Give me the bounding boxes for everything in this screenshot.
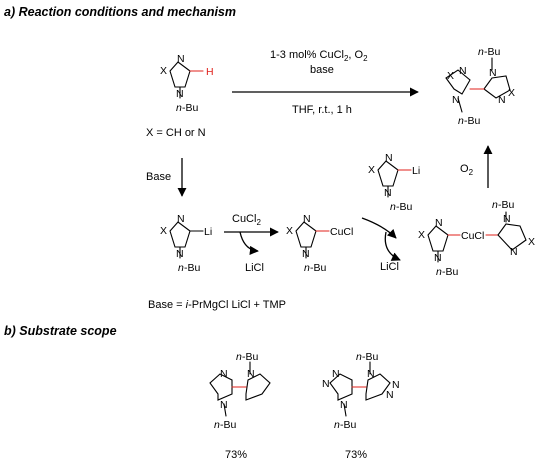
atom-n: N (386, 389, 394, 401)
nbu-label: -Bu (184, 262, 201, 274)
base-step-label: Base (146, 171, 171, 183)
atom-n: N (452, 94, 460, 106)
nbu-label: -Bu (498, 199, 515, 211)
atom-n: N (503, 213, 511, 225)
atom-n: N (177, 53, 185, 65)
solvent-condition: THF, r.t., 1 h (292, 104, 352, 116)
nbu-label: -Bu (242, 351, 259, 363)
nbu-label: -Bu (220, 419, 237, 431)
nbu-italic: n (176, 102, 182, 114)
cucl2-label: CuCl2 (232, 213, 261, 227)
nbu-italic: n (334, 419, 340, 431)
atom-li: Li (204, 226, 212, 238)
atom-n: N (384, 187, 392, 199)
atom-n: N (435, 217, 443, 229)
nbu-italic: n (356, 351, 362, 363)
nbu-label: -Bu (182, 102, 199, 114)
atom-n: N (247, 368, 255, 380)
catalyst-text: 1-3 mol% CuCl2, O2 (270, 49, 368, 63)
azolyl-cucl: X N CuCl N n -Bu (286, 213, 353, 274)
base-definition: Base = i-PrMgCl LiCl + TMP (148, 299, 286, 311)
nbu-label: -Bu (396, 201, 413, 213)
atom-n: N (332, 368, 340, 380)
atom-x: X (508, 87, 515, 99)
lithiated-azole-reagent: X N Li N n -Bu (368, 152, 420, 213)
atom-n: N (176, 248, 184, 260)
licl-label-1: LiCl (245, 262, 264, 274)
nbu-italic: n (304, 262, 310, 274)
atom-cucl: CuCl (330, 226, 353, 238)
nbu-italic: n (390, 201, 396, 213)
nbu-label: -Bu (310, 262, 327, 274)
atom-n: N (220, 368, 228, 380)
yield-bitriazole: 73% (345, 449, 367, 461)
scope-biimidazole: N N N n -Bu n -Bu (209, 351, 271, 431)
lithiated-azole: X N Li N n -Bu (160, 213, 212, 274)
licl-label-2: LiCl (380, 261, 399, 273)
atom-x: X (286, 225, 293, 237)
atom-n: N (177, 213, 185, 225)
nbu-label: -Bu (340, 419, 357, 431)
x-definition: X = CH or N (146, 127, 206, 139)
nbu-italic: n (236, 351, 242, 363)
yield-biimidazole: 73% (225, 449, 247, 461)
nbu-label: -Bu (484, 46, 501, 58)
atom-x: X (160, 225, 167, 237)
atom-n: N (385, 152, 393, 164)
licl-curved-arrow (239, 231, 259, 255)
nbu-italic: n (492, 199, 498, 211)
nbu-label: -Bu (464, 115, 481, 127)
scope-bitriazole: N N N N N N n -Bu n -Bu (322, 351, 400, 431)
atom-n: N (176, 88, 184, 100)
o2-label: O2 (460, 163, 474, 177)
section-a-title: a) Reaction conditions and mechanism (4, 5, 236, 19)
atom-n: N (302, 248, 310, 260)
atom-n: N (220, 399, 228, 411)
starting-azole: X N H N n -Bu (160, 53, 214, 114)
nbu-label: -Bu (362, 351, 379, 363)
atom-x: X (528, 236, 535, 248)
licl-curved-arrow-2 (384, 231, 401, 261)
atom-n: N (303, 213, 311, 225)
atom-x: X (160, 65, 167, 77)
section-b-title: b) Substrate scope (4, 324, 117, 338)
atom-n: N (510, 246, 518, 258)
atom-n: N (322, 378, 330, 390)
nbu-italic: n (178, 262, 184, 274)
atom-x: X (447, 70, 454, 82)
atom-n: N (340, 399, 348, 411)
atom-h: H (206, 66, 214, 78)
bis-azolyl-cucl: X N N CuCl N N X n -Bu n -Bu (418, 199, 535, 278)
atom-x: X (418, 229, 425, 241)
nbu-italic: n (436, 266, 442, 278)
product-biazole: X N N N N X n -Bu n -Bu (445, 46, 515, 127)
nbu-label: -Bu (442, 266, 459, 278)
atom-n: N (459, 65, 467, 77)
atom-cucl: CuCl (461, 230, 484, 242)
atom-n: N (434, 252, 442, 264)
nbu-italic: n (458, 115, 464, 127)
transmetalation-arrow (361, 217, 397, 239)
atom-n: N (489, 67, 497, 79)
nbu-italic: n (478, 46, 484, 58)
atom-x: X (368, 164, 375, 176)
atom-n: N (367, 368, 375, 380)
atom-n: N (498, 94, 506, 106)
nbu-italic: n (214, 419, 220, 431)
atom-li: Li (412, 165, 420, 177)
atom-n: N (392, 379, 400, 391)
base-condition: base (310, 64, 334, 76)
